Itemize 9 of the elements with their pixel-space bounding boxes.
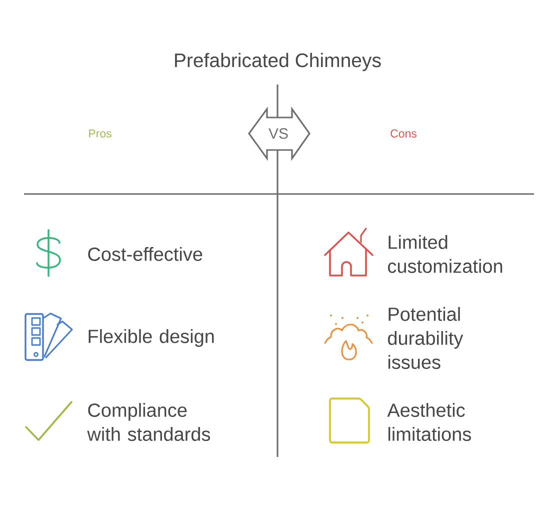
item-text: Potential durability issues bbox=[388, 307, 464, 369]
title: Prefabricated Chimneys bbox=[175, 52, 381, 72]
item-text: Flexible design bbox=[88, 329, 214, 347]
item-text: Aesthetic limitations bbox=[387, 403, 471, 441]
pros-heading: Pros bbox=[89, 130, 112, 138]
item-text: Compliance with standards bbox=[87, 403, 210, 441]
item-text: Cost-effective bbox=[88, 247, 202, 261]
cons-heading: Cons bbox=[390, 129, 416, 138]
item-text: Limited customization bbox=[388, 235, 502, 273]
